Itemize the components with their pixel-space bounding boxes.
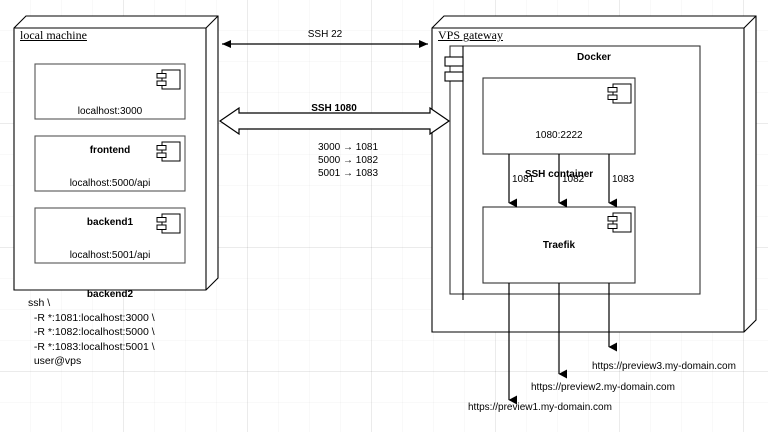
ssh-container-ports: 1080:2222 <box>535 130 583 141</box>
component-frontend-text: localhost:3000 frontend <box>78 79 143 183</box>
ssh-container-box <box>482 77 636 155</box>
traefik-box <box>482 206 636 284</box>
component-backend2-box <box>34 207 186 264</box>
backend1-name: backend1 <box>86 217 134 228</box>
ssh-container-text: 1080:2222 SSH container <box>525 103 593 207</box>
component-backend2-text: localhost:5001/api backend2 <box>70 223 151 327</box>
ssh22-label: SSH 22 <box>307 29 343 40</box>
backend1-host: localhost:5000/api <box>69 178 151 189</box>
traefik-label: Traefik <box>542 240 576 251</box>
backend2-name: backend2 <box>86 289 134 300</box>
component-frontend-box <box>34 63 186 120</box>
preview3-url-label: https://preview3.my-domain.com <box>592 361 736 372</box>
ssh1080-connector <box>218 106 451 136</box>
vps-gateway-label: VPS gateway <box>438 28 503 42</box>
uml-interface-symbol <box>444 46 464 300</box>
internal-port-1083-label: 1083 <box>612 174 635 185</box>
frontend-name: frontend <box>89 145 131 156</box>
ssh-container-name: SSH container <box>524 169 594 180</box>
uml-component-icon <box>607 83 632 104</box>
local-machine-label: local machine <box>20 28 87 42</box>
backend2-host: localhost:5001/api <box>69 250 151 261</box>
component-backend1-text: localhost:5000/api backend1 <box>70 151 151 255</box>
uml-component-icon <box>607 212 632 233</box>
frontend-host: localhost:3000 <box>77 106 143 117</box>
preview1-url-label: https://preview1.my-domain.com <box>468 402 612 413</box>
docker-label: Docker <box>577 52 611 63</box>
uml-component-icon <box>156 213 181 234</box>
port-mapping-label: 3000 → 1081 5000 → 1082 5001 → 1083 <box>317 142 379 179</box>
internal-port-1082-label: 1082 <box>562 174 585 185</box>
uml-component-icon <box>156 141 181 162</box>
preview2-url-label: https://preview2.my-domain.com <box>531 382 675 393</box>
internal-port-1081-label: 1081 <box>512 174 535 185</box>
uml-component-icon <box>156 69 181 90</box>
ssh-command-block: ssh \ -R *:1081:localhost:3000 \ -R *:10… <box>28 297 155 367</box>
component-backend1-box <box>34 135 186 192</box>
ssh1080-label: SSH 1080 <box>311 103 357 114</box>
docker-boundary <box>449 45 701 295</box>
